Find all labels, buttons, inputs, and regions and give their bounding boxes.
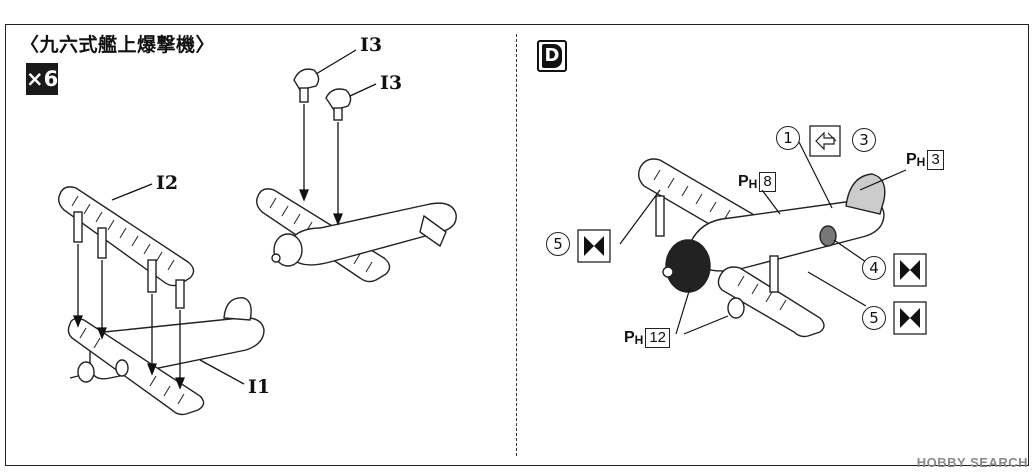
hinomaru: [819, 225, 837, 247]
step-letter: D: [542, 44, 562, 68]
decal-symbol-icon: [893, 253, 927, 287]
quantity-badge: ×6: [26, 63, 58, 95]
model-title: 〈九六式艦上爆撃機〉: [20, 34, 216, 56]
part-i3-b: [325, 88, 352, 111]
instruction-frame: [5, 24, 1029, 466]
strut: [97, 227, 107, 259]
part-label-i2: I2: [156, 172, 179, 194]
decal-symbol-icon: [577, 229, 611, 263]
tail-fin: [223, 297, 252, 321]
callout-5-right: 5: [862, 306, 886, 330]
callout-1: 1: [776, 126, 800, 150]
step-badge: D: [537, 40, 567, 72]
fuselage: [289, 202, 457, 266]
engine-cowl: [273, 233, 303, 267]
fuselage-painted: [689, 199, 885, 272]
strut: [655, 195, 665, 237]
part-label-i1: I1: [248, 376, 271, 398]
part-i3-a: [293, 68, 320, 91]
callout-3: 3: [852, 128, 876, 152]
upper-wing-i2: [57, 186, 195, 287]
tail-plane: [419, 214, 447, 248]
callout-4: 4: [862, 256, 886, 280]
engine-cowl-black: [665, 239, 711, 293]
strut: [769, 255, 779, 293]
callout-5-left: 5: [546, 232, 570, 256]
upper-wing-ribs: [71, 195, 175, 271]
part-label-i3-b: I3: [380, 72, 403, 94]
panel-divider: [516, 34, 517, 456]
part-label-i3-a: I3: [360, 34, 383, 56]
watermark: HOBBY SEARCH: [916, 455, 1028, 470]
wheel: [115, 359, 129, 377]
wheel: [727, 297, 745, 319]
strut: [147, 259, 157, 293]
decal-symbol-icon: [893, 301, 927, 335]
mirror-arrow-icon: [809, 125, 841, 157]
strut: [73, 211, 83, 243]
strut: [175, 279, 185, 309]
propeller-hub: [77, 361, 95, 383]
lower-wing-painted: [717, 266, 825, 338]
